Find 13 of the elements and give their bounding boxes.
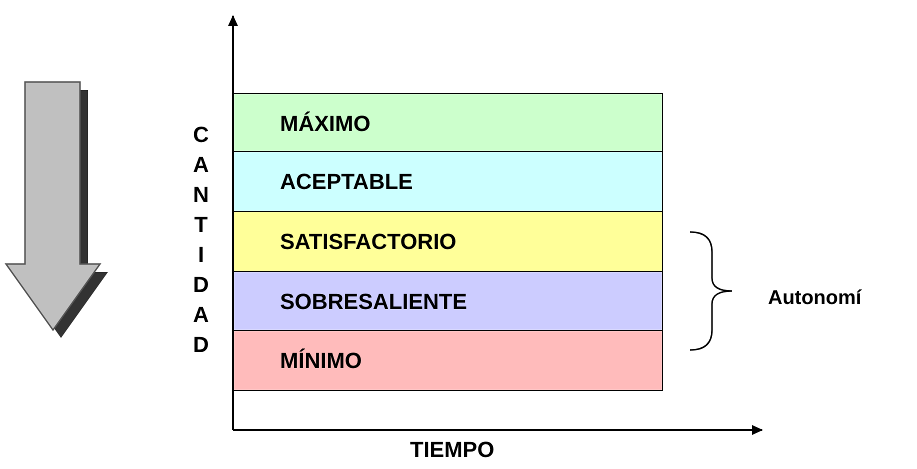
band-label: SATISFACTORIO	[280, 228, 456, 254]
bracket-label: Autonomí	[768, 287, 862, 310]
axis-title: TIEMPO	[410, 437, 494, 463]
level-band	[233, 271, 663, 332]
level-band	[233, 151, 663, 212]
band-label: SOBRESALIENTE	[280, 288, 468, 314]
level-band	[233, 93, 663, 154]
axis-title: CANTIDAD	[193, 121, 209, 359]
band-label: MÍNIMO	[280, 348, 362, 374]
level-band	[233, 330, 663, 391]
level-band	[233, 211, 663, 272]
band-label: MÁXIMO	[280, 110, 370, 136]
band-label: ACEPTABLE	[280, 168, 413, 194]
